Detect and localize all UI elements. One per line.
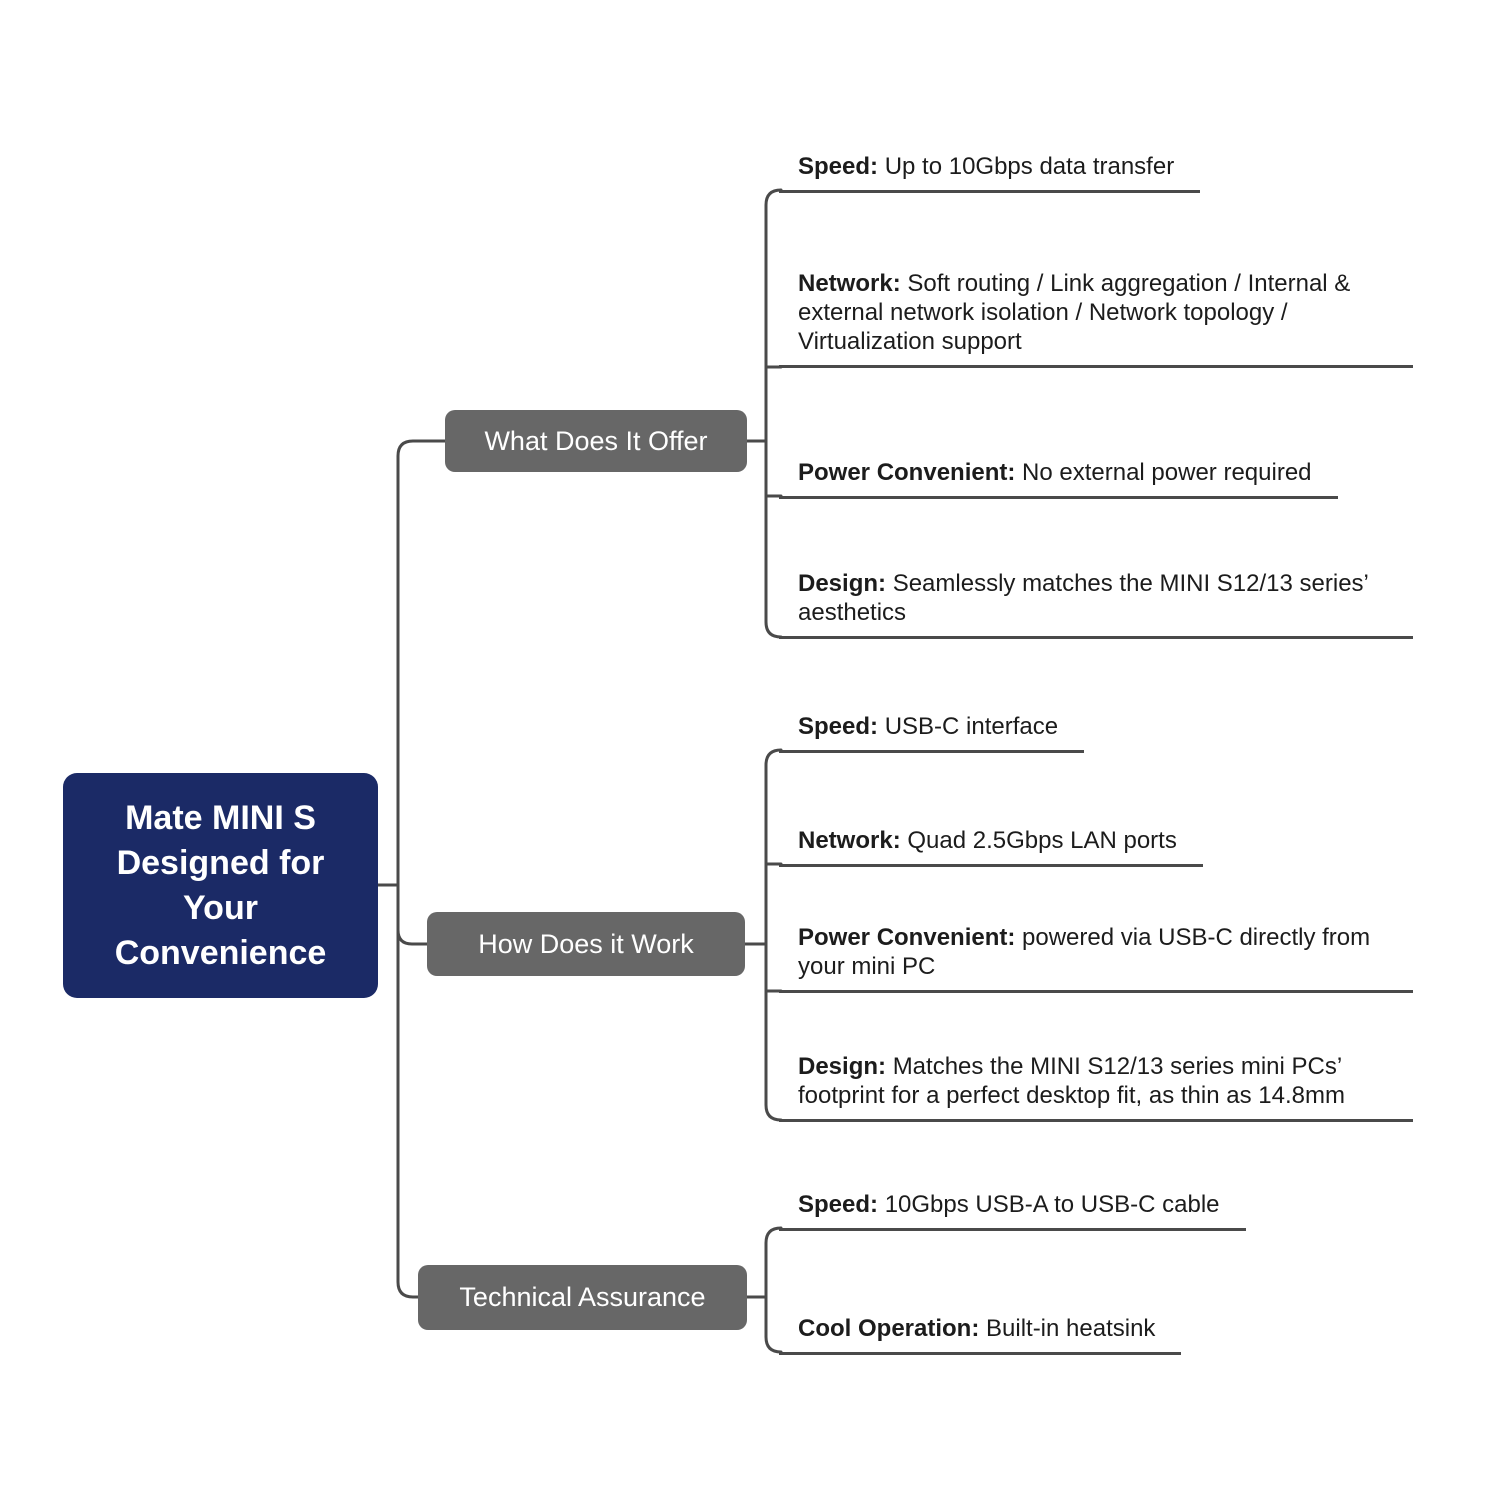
- leaf-node-design[interactable]: Design: Matches the MINI S12/13 series m…: [779, 1052, 1413, 1122]
- root-topic-node[interactable]: Mate MINI S Designed for Your Convenienc…: [63, 773, 378, 998]
- leaf-text: Up to 10Gbps data transfer: [884, 153, 1175, 180]
- leaf-node-cool-operation[interactable]: Cool Operation: Built-in heatsink: [779, 1314, 1182, 1355]
- branch-node-what-does-it-offer[interactable]: What Does It Offer: [445, 410, 747, 472]
- leaf-node-speed[interactable]: Speed: Up to 10Gbps data transfer: [779, 152, 1201, 193]
- connector-trunk-branch2: [396, 928, 429, 946]
- leaf-text: USB-C interface: [884, 713, 1059, 740]
- leaf-label: Network:: [798, 827, 908, 854]
- leaf-node-power-convenient[interactable]: Power Convenient: No external power requ…: [779, 458, 1338, 499]
- leaf-node-design[interactable]: Design: Seamlessly matches the MINI S12/…: [779, 569, 1413, 639]
- leaf-text: Seamlessly matches the MINI S12/13 serie…: [798, 570, 1368, 626]
- leaf-text: Matches the MINI S12/13 series mini PCs’…: [798, 1053, 1345, 1109]
- branch-label: What Does It Offer: [484, 425, 708, 456]
- leaf-label: Speed:: [798, 713, 885, 740]
- leaf-label: Network:: [798, 270, 908, 297]
- leaf-node-power-convenient[interactable]: Power Convenient: powered via USB-C dire…: [779, 923, 1413, 993]
- branch-label: How Does it Work: [478, 928, 694, 959]
- connector-trunk: [396, 439, 447, 1299]
- branch-node-technical-assurance[interactable]: Technical Assurance: [418, 1265, 747, 1330]
- connector-branch2-spine: [764, 748, 783, 1122]
- leaf-label: Design:: [798, 1053, 893, 1080]
- leaf-node-speed[interactable]: Speed: 10Gbps USB-A to USB-C cable: [779, 1190, 1246, 1231]
- branch-node-how-does-it-work[interactable]: How Does it Work: [427, 912, 745, 976]
- leaf-text: No external power required: [1022, 459, 1312, 486]
- leaf-text: 10Gbps USB-A to USB-C cable: [884, 1191, 1220, 1218]
- connector-branch3-spine: [764, 1226, 783, 1354]
- connector-branch1-spine: [764, 188, 783, 639]
- leaf-text: powered via USB-C directly from your min…: [798, 924, 1371, 980]
- leaf-label: Cool Operation:: [798, 1315, 986, 1342]
- leaf-text: Soft routing / Link aggregation / Intern…: [798, 270, 1351, 355]
- leaf-text: Built-in heatsink: [986, 1315, 1156, 1342]
- leaf-node-network[interactable]: Network: Quad 2.5Gbps LAN ports: [779, 826, 1203, 867]
- root-topic-label: Mate MINI S Designed for Your Convenienc…: [114, 798, 327, 972]
- leaf-node-speed[interactable]: Speed: USB-C interface: [779, 712, 1085, 753]
- leaf-label: Power Convenient:: [798, 924, 1023, 951]
- leaf-label: Power Convenient:: [798, 459, 1023, 486]
- leaf-node-network[interactable]: Network: Soft routing / Link aggregation…: [779, 269, 1413, 368]
- leaf-label: Speed:: [798, 1191, 885, 1218]
- branch-label: Technical Assurance: [459, 1282, 706, 1312]
- leaf-label: Speed:: [798, 153, 885, 180]
- leaf-text: Quad 2.5Gbps LAN ports: [907, 827, 1177, 854]
- leaf-label: Design:: [798, 570, 893, 597]
